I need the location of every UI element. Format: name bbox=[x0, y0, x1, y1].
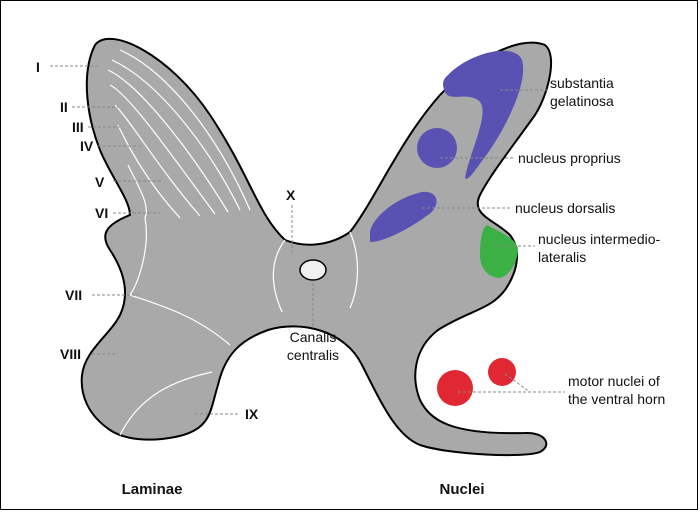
nucleus-proprius-region bbox=[417, 128, 457, 168]
lamina-label-v: V bbox=[95, 174, 105, 190]
motor-nuclei-label-2: the ventral horn bbox=[568, 391, 665, 407]
caption-laminae: Laminae bbox=[122, 481, 183, 498]
lamina-label-ii: II bbox=[60, 99, 68, 115]
lamina-label-i: I bbox=[36, 59, 40, 75]
nucleus-proprius-label: nucleus proprius bbox=[518, 150, 621, 166]
intermediolateral-label-1: nucleus intermedio- bbox=[538, 231, 661, 247]
lamina-label-vi: VI bbox=[95, 205, 108, 221]
lamina-label-x: X bbox=[286, 187, 296, 203]
substantia-gelatinosa-label-1: substantia bbox=[550, 75, 614, 91]
caption-nuclei: Nuclei bbox=[439, 481, 484, 498]
canal-label-line2: centralis bbox=[287, 347, 339, 363]
lamina-label-vii: VII bbox=[65, 287, 82, 303]
lamina-label-viii: VIII bbox=[60, 346, 81, 362]
intermediolateral-label-2: lateralis bbox=[538, 249, 586, 265]
motor-nuclei-label-1: motor nuclei of bbox=[568, 373, 660, 389]
substantia-gelatinosa-label-2: gelatinosa bbox=[550, 93, 614, 109]
nucleus-dorsalis-label: nucleus dorsalis bbox=[515, 200, 615, 216]
central-canal bbox=[300, 260, 326, 280]
canal-label-line1: Canalis bbox=[290, 329, 337, 345]
motor-nucleus-large bbox=[437, 370, 473, 406]
lamina-label-ix: IX bbox=[245, 406, 259, 422]
motor-nucleus-small bbox=[488, 358, 516, 386]
lamina-label-iv: IV bbox=[80, 138, 94, 154]
lamina-label-iii: III bbox=[72, 119, 84, 135]
